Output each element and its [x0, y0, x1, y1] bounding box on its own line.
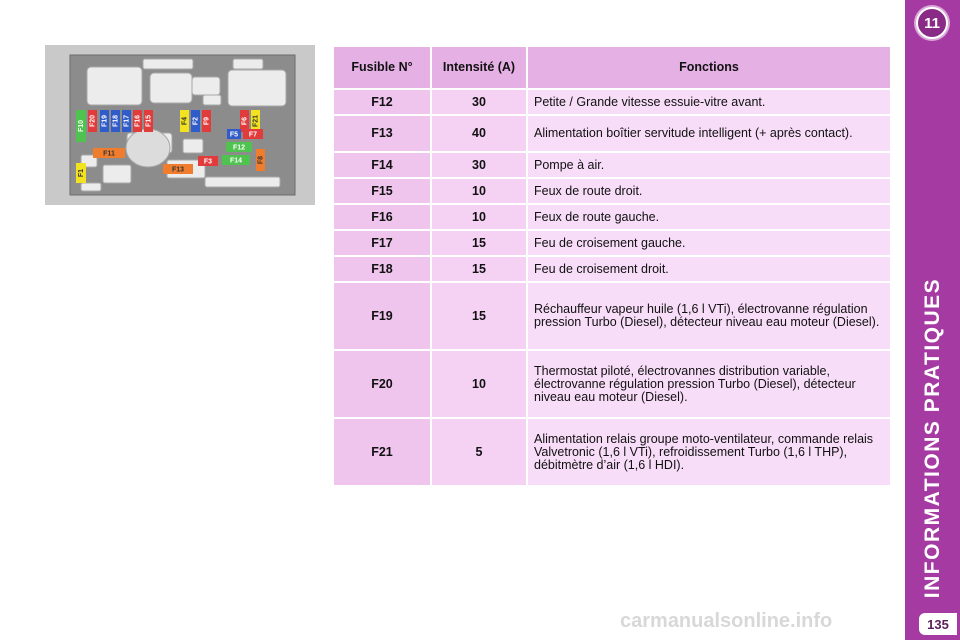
- fuse-label: F21: [252, 115, 259, 127]
- table-row: F15 10 Feux de route droit.: [334, 179, 890, 203]
- table-row: F20 10 Thermostat piloté, électrovannes …: [334, 351, 890, 417]
- fuse-label: F7: [249, 131, 257, 138]
- fuse-function: Thermostat piloté, électrovannes distrib…: [528, 351, 890, 417]
- table-row: F16 10 Feux de route gauche.: [334, 205, 890, 229]
- fuse-table: Fusible N° Intensité (A) Fonctions F12 3…: [332, 45, 892, 487]
- fuse-label: F5: [230, 131, 238, 138]
- table-row: F21 5 Alimentation relais groupe moto-ve…: [334, 419, 890, 485]
- fuse-function: Pompe à air.: [528, 153, 890, 177]
- page-number: 135: [919, 613, 957, 635]
- fuse-amperage: 15: [432, 257, 526, 281]
- fuse-number: F15: [334, 179, 430, 203]
- fuse-f14: [222, 155, 250, 165]
- fuse-label: F3: [204, 158, 212, 165]
- fuse-number: F19: [334, 283, 430, 349]
- fuse-f12: [226, 142, 252, 152]
- fuse-amperage: 30: [432, 90, 526, 114]
- fuse-number: F20: [334, 351, 430, 417]
- fuse-function: Feux de route gauche.: [528, 205, 890, 229]
- fuse-amperage: 40: [432, 116, 526, 151]
- fuse-function: Feux de route droit.: [528, 179, 890, 203]
- fuse-number: F13: [334, 116, 430, 151]
- fuse-box-diagram: F10 F20 F19 F18 F17 F16 F15 F4 F2 F9 F6 …: [45, 45, 315, 205]
- watermark: carmanualsonline.info: [620, 610, 833, 632]
- fuse-label: F1: [78, 169, 85, 177]
- chapter-title: INFORMATIONS PRATIQUES: [921, 277, 944, 599]
- table-row: F18 15 Feu de croisement droit.: [334, 257, 890, 281]
- fuse-amperage: 5: [432, 419, 526, 485]
- fuse-function: Alimentation relais groupe moto-ventilat…: [528, 419, 890, 485]
- fuse-amperage: 10: [432, 205, 526, 229]
- fuse-label: F9: [203, 117, 210, 125]
- fuse-f2: [191, 110, 200, 132]
- fuse-label: F11: [103, 150, 115, 157]
- fuse-number: F17: [334, 231, 430, 255]
- fuse-amperage: 15: [432, 231, 526, 255]
- table-row: F12 30 Petite / Grande vitesse essuie-vi…: [334, 90, 890, 114]
- fuse-label: F16: [134, 115, 141, 127]
- table-header-row: Fusible N° Intensité (A) Fonctions: [334, 47, 890, 88]
- fuse-number: F18: [334, 257, 430, 281]
- fuse-f8: [256, 149, 265, 171]
- fuse-label: F19: [101, 115, 108, 127]
- fuse-number: F14: [334, 153, 430, 177]
- header-functions: Fonctions: [528, 47, 890, 88]
- fuse-amperage: 10: [432, 351, 526, 417]
- fuse-f13: [163, 164, 193, 174]
- fuse-label: F17: [123, 115, 130, 127]
- fuse-label: F13: [172, 166, 184, 173]
- fuse-f4: [180, 110, 189, 132]
- fuse-f3: [198, 156, 218, 166]
- header-fuse: Fusible N°: [334, 47, 430, 88]
- table-row: F13 40 Alimentation boîtier servitude in…: [334, 116, 890, 151]
- fuse-f21: [251, 110, 260, 132]
- fuse-function: Feu de croisement droit.: [528, 257, 890, 281]
- fuse-f16: [133, 110, 142, 132]
- fuse-number: F12: [334, 90, 430, 114]
- table-row: F17 15 Feu de croisement gauche.: [334, 231, 890, 255]
- fuse-label: F20: [89, 115, 96, 127]
- chapter-sidebar: [905, 0, 960, 640]
- fuse-label: F15: [145, 115, 152, 127]
- fuse-f9: [202, 110, 211, 132]
- fuse-number: F21: [334, 419, 430, 485]
- fuse-function: Petite / Grande vitesse essuie-vitre ava…: [528, 90, 890, 114]
- fuse-label: F2: [192, 117, 199, 125]
- fuse-amperage: 10: [432, 179, 526, 203]
- fuse-label: F18: [112, 115, 119, 127]
- fuse-label: F12: [233, 144, 245, 151]
- fuse-f19: [100, 110, 109, 132]
- fuse-f15: [144, 110, 153, 132]
- fuse-f6: [240, 110, 249, 132]
- fuse-f18: [111, 110, 120, 132]
- fuse-f1: [76, 163, 86, 183]
- fuse-f11: [93, 148, 125, 158]
- fuse-label: F10: [78, 120, 85, 132]
- fuse-label: F4: [181, 117, 188, 125]
- fuse-f7: [243, 129, 263, 139]
- chapter-number-badge: 11: [916, 7, 948, 39]
- fuse-f5: [227, 129, 241, 139]
- table-row: F19 15 Réchauffeur vapeur huile (1,6 l V…: [334, 283, 890, 349]
- fuse-f20: [88, 110, 97, 132]
- fuse-f10: [76, 110, 86, 142]
- fuse-label: F14: [230, 157, 242, 164]
- fuse-amperage: 15: [432, 283, 526, 349]
- fuse-box-illustration: F10 F20 F19 F18 F17 F16 F15 F4 F2 F9 F6 …: [69, 54, 296, 196]
- header-amperage: Intensité (A): [432, 47, 526, 88]
- fuse-function: Feu de croisement gauche.: [528, 231, 890, 255]
- table-row: F14 30 Pompe à air.: [334, 153, 890, 177]
- fuse-f17: [122, 110, 131, 132]
- fuse-function: Alimentation boîtier servitude intellige…: [528, 116, 890, 151]
- fuse-amperage: 30: [432, 153, 526, 177]
- fuse-function: Réchauffeur vapeur huile (1,6 l VTi), él…: [528, 283, 890, 349]
- fuse-number: F16: [334, 205, 430, 229]
- fuse-label: F6: [241, 117, 248, 125]
- fuse-label: F8: [257, 156, 264, 164]
